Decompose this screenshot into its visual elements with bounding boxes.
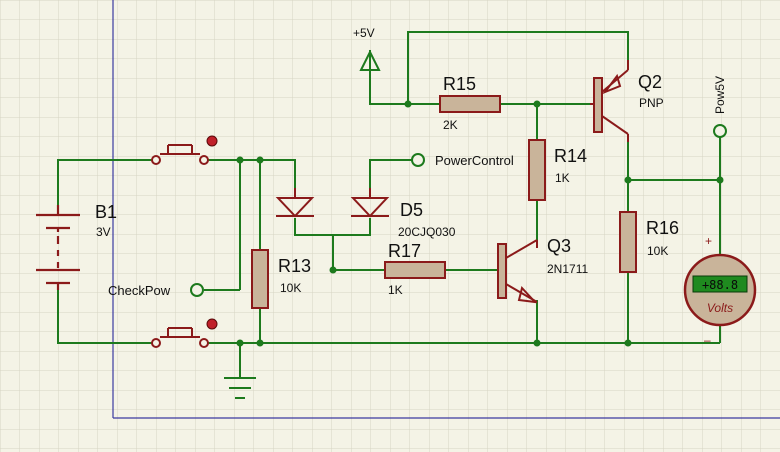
r15-ref: R15 [443,74,476,94]
voltmeter-unit: Volts [707,301,733,315]
d5-value: 20CJQ030 [398,225,456,239]
r16-ref: R16 [646,218,679,238]
r13-value: 10K [280,281,301,295]
diode-d5[interactable]: D5 20CJQ030 [275,188,456,239]
power-5v-label: +5V [353,26,375,40]
q3-value: 2N1711 [547,262,588,276]
voltmeter[interactable]: +88.8 Volts + – [683,234,757,347]
transistor-q2[interactable]: Q2 PNP [590,60,664,142]
resistor-r17[interactable]: R17 1K [384,241,446,297]
terminal-pow5v[interactable]: Pow5V [713,76,727,138]
wires [57,31,721,378]
r14-value: 1K [555,171,570,185]
sheet-frame [112,0,780,419]
q2-ref: Q2 [638,72,662,92]
checkpow-label: CheckPow [108,283,171,298]
pow5v-label: Pow5V [713,76,727,114]
resistor-r15[interactable]: R15 2K [439,74,501,132]
voltmeter-minus: – [704,333,711,347]
terminal-powercontrol[interactable]: PowerControl [411,153,514,168]
resistor-r16[interactable]: R16 10K [619,211,679,273]
powercontrol-label: PowerControl [435,153,514,168]
q2-value: PNP [639,96,664,110]
r14-ref: R14 [554,146,587,166]
resistor-r13[interactable]: R13 10K [251,249,311,309]
junctions [236,100,724,347]
r16-value: 10K [647,244,668,258]
battery-b1[interactable]: B1 3V [36,202,117,290]
transistor-q3[interactable]: Q3 2N1711 [497,236,588,304]
push-switch-top[interactable] [151,135,218,165]
q3-ref: Q3 [547,236,571,256]
b1-ref: B1 [95,202,117,222]
push-switch-bottom[interactable] [151,318,218,348]
r15-value: 2K [443,118,458,132]
resistor-r14[interactable]: R14 1K [528,139,587,201]
r13-ref: R13 [278,256,311,276]
r17-value: 1K [388,283,403,297]
terminal-checkpow[interactable]: CheckPow [108,283,204,298]
voltmeter-reading: +88.8 [702,278,738,292]
voltmeter-display [692,275,748,293]
voltmeter-plus: + [705,234,712,248]
ground-symbol[interactable] [224,377,256,399]
r17-ref: R17 [388,241,421,261]
b1-value: 3V [96,225,111,239]
d5-ref: D5 [400,200,423,220]
power-5v[interactable]: +5V [353,26,381,72]
